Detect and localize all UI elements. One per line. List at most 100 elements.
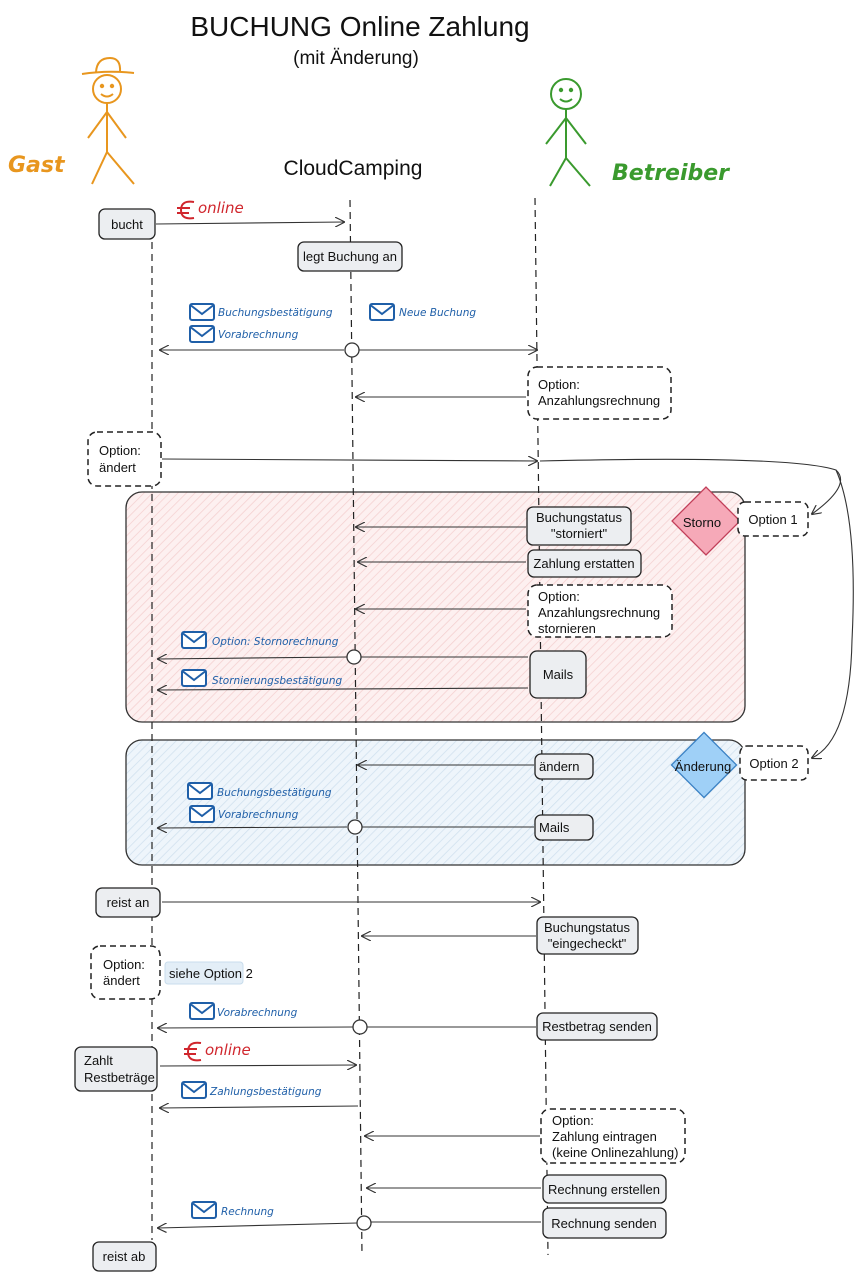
message-bucht <box>155 222 344 224</box>
page-subtitle: (mit Änderung) <box>293 48 419 69</box>
page-title: BUCHUNG Online Zahlung <box>190 11 529 42</box>
message-mails-aenderung-b <box>158 827 348 828</box>
step-option-zahlung-3: (keine Onlinezahlung) <box>552 1145 678 1160</box>
step-option-aendert2-2: ändert <box>103 973 140 988</box>
message-zahlt <box>159 1065 356 1066</box>
guest-actor-label: Gast <box>8 153 66 178</box>
euro-icon <box>177 200 195 220</box>
branch-curve-2 <box>812 469 854 758</box>
branch-curve <box>539 458 841 514</box>
step-reist-an: reist an <box>107 895 150 910</box>
step-bucht-box <box>98 208 156 240</box>
step-restbetrag-box <box>536 1012 658 1041</box>
step-status-eingecheckt-box <box>536 916 639 955</box>
message-zahlungsbestaetigung <box>160 1106 359 1108</box>
step-status-eingecheckt-1: Buchungstatus <box>544 920 631 935</box>
message-mails-storno-c <box>158 688 529 690</box>
step-zahlung-erstatten: Zahlung erstatten <box>533 556 634 571</box>
step-option-storno-box <box>527 584 673 638</box>
step-option-storno-3: stornieren <box>538 621 596 636</box>
step-mails: Mails <box>543 667 574 682</box>
step-zahlt-1: Zahlt <box>84 1053 113 1068</box>
junction-node <box>356 1215 372 1231</box>
mail-vorabrechnung-2: Vorabrechnung <box>218 809 299 821</box>
mail-buchungsbestaetigung: Buchungsbestätigung <box>218 307 333 319</box>
message-aendert <box>161 459 537 461</box>
step-option-aendert2-1: Option: <box>103 957 145 972</box>
mail-icon <box>191 1201 217 1219</box>
step-zahlt-box <box>74 1046 158 1092</box>
step-option-anzahlung-1: Option: <box>538 377 580 392</box>
storno-label: Storno <box>683 515 721 530</box>
guest-figure-icon <box>81 56 135 185</box>
mail-icon <box>369 303 395 321</box>
operator-actor-label: Betreiber <box>612 161 730 186</box>
siehe-option-box <box>164 961 244 985</box>
mail-icon <box>181 631 207 649</box>
mail-icon <box>181 669 207 687</box>
step-option-aendert-box <box>87 431 162 487</box>
mail-vorabrechnung: Vorabrechnung <box>218 329 299 341</box>
option1-box <box>737 501 809 537</box>
step-rechnung-senden-box <box>542 1207 667 1239</box>
step-reist-ab: reist ab <box>103 1249 146 1264</box>
system-lifeline <box>349 199 363 1256</box>
mail-icon <box>187 782 213 800</box>
step-option-aendert-1: Option: <box>99 443 141 458</box>
mail-stornorechnung: Option: Stornorechnung <box>212 636 339 648</box>
step-zahlung-erstatten-box <box>527 549 642 578</box>
step-option-aendert2-box <box>90 945 161 1000</box>
step-mails2-box <box>534 814 594 841</box>
step-mails2: Mails <box>539 820 570 835</box>
step-legt-buchung-box <box>297 241 403 272</box>
message-restbetrag-b <box>158 1027 354 1028</box>
mail-icon <box>189 325 215 343</box>
mail-buchungsbestaetigung-2: Buchungsbestätigung <box>217 787 332 799</box>
step-option-anzahlung-2: Anzahlungsrechnung <box>538 393 660 408</box>
mail-stornierungsbestaetigung: Stornierungsbestätigung <box>212 675 342 687</box>
storno-diamond <box>671 486 741 556</box>
mail-neue-buchung: Neue Buchung <box>399 307 476 319</box>
mail-icon <box>189 805 215 823</box>
step-zahlt-2: Restbeträge <box>84 1070 155 1085</box>
step-rechnung-senden: Rechnung senden <box>551 1216 657 1231</box>
step-option-zahlung-2: Zahlung eintragen <box>552 1129 657 1144</box>
mail-icon <box>189 303 215 321</box>
junction-node <box>347 819 363 835</box>
mail-vorabrechnung-3: Vorabrechnung <box>217 1007 298 1019</box>
step-status-storniert-1: Buchungstatus <box>536 510 623 525</box>
siehe-option-label: siehe Option 2 <box>169 966 253 981</box>
message-mails-storno-b <box>158 657 348 659</box>
option1-label: Option 1 <box>748 512 797 527</box>
step-reist-ab-box <box>92 1241 157 1272</box>
step-bucht: bucht <box>111 217 143 232</box>
mail-rechnung: Rechnung <box>221 1206 274 1218</box>
step-option-storno-2: Anzahlungsrechnung <box>538 605 660 620</box>
aenderung-diamond <box>670 731 738 799</box>
step-restbetrag: Restbetrag senden <box>542 1019 652 1034</box>
step-option-zahlung-box <box>540 1108 686 1164</box>
euro-icon-2 <box>184 1041 202 1062</box>
option2-box <box>739 745 809 781</box>
step-option-aendert-2: ändert <box>99 460 136 475</box>
message-rechnung-b <box>158 1222 358 1228</box>
payment-online-label: online <box>198 199 244 217</box>
step-aendern-box <box>534 753 594 780</box>
aenderung-region <box>125 739 746 866</box>
option2-label: Option 2 <box>749 756 798 771</box>
step-option-storno-1: Option: <box>538 589 580 604</box>
mail-icon <box>181 1081 207 1099</box>
operator-lifeline <box>534 197 549 1256</box>
aenderung-label: Änderung <box>675 759 731 774</box>
payment-online-label-2: online <box>205 1041 251 1059</box>
step-legt-buchung: legt Buchung an <box>303 249 397 264</box>
step-status-eingecheckt-2: "eingecheckt" <box>548 936 627 951</box>
junction-node <box>346 649 362 665</box>
step-option-anzahlung-box <box>527 366 672 420</box>
step-rechnung-erstellen: Rechnung erstellen <box>548 1182 660 1197</box>
step-status-storniert-box <box>526 506 632 546</box>
system-actor-label: CloudCamping <box>284 157 423 180</box>
step-rechnung-erstellen-box <box>542 1174 667 1204</box>
step-status-storniert-2: "storniert" <box>551 526 608 541</box>
